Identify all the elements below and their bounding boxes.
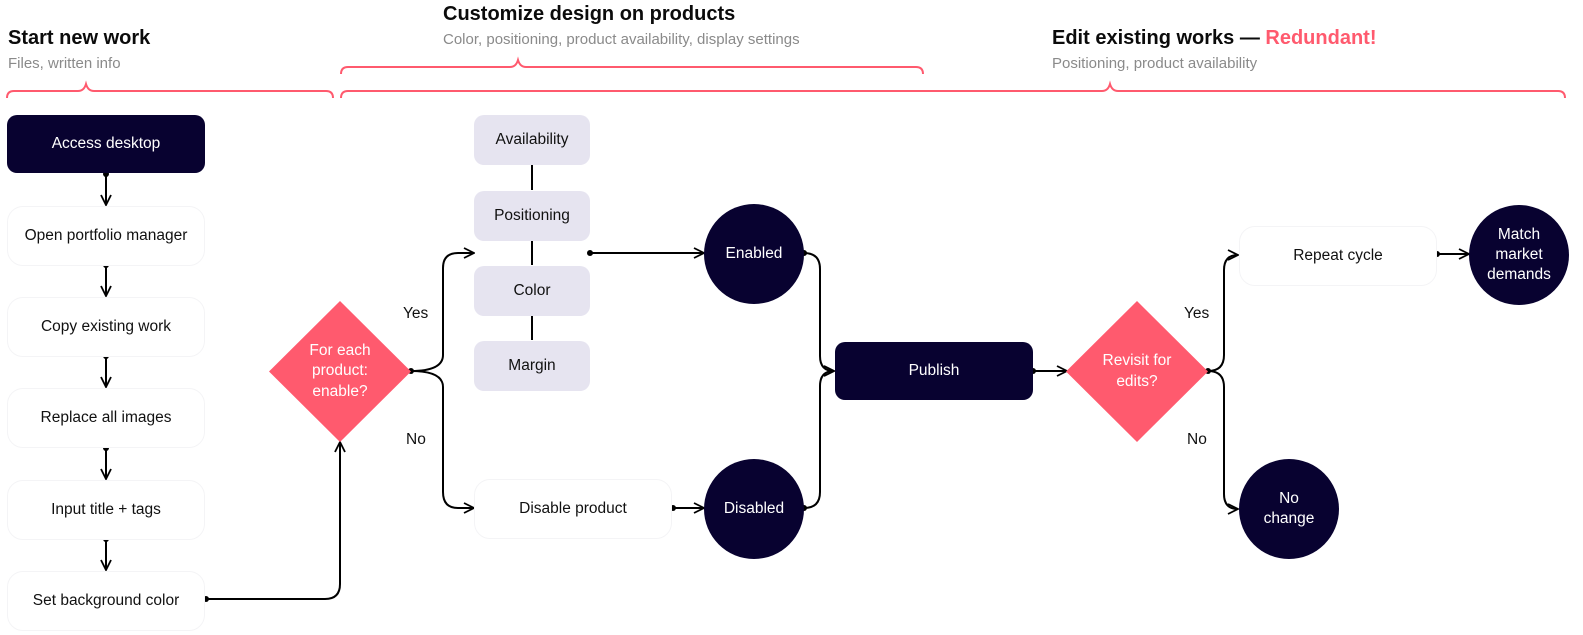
bracket-edit bbox=[340, 80, 1566, 99]
decision-enable[interactable]: For each product: enable? bbox=[269, 301, 411, 442]
redundant-label: Redundant! bbox=[1265, 27, 1377, 49]
section-subtitle-customize: Color, positioning, product availability… bbox=[443, 31, 800, 48]
section-title-customize: Customize design on products bbox=[443, 3, 736, 25]
edge-enabled-publish bbox=[803, 252, 834, 371]
section-title-edit: Edit existing works — Redundant! bbox=[1052, 27, 1376, 50]
diamond-shape bbox=[1066, 301, 1208, 442]
state-disabled[interactable]: Disabled bbox=[704, 459, 804, 559]
label-yes-enable: Yes bbox=[403, 305, 429, 322]
section-subtitle-start: Files, written info bbox=[8, 55, 121, 72]
label-no-revisit: No bbox=[1187, 431, 1207, 448]
decision-revisit-text: Revisit for edits? bbox=[1102, 352, 1172, 390]
step-replace-all-images[interactable]: Replace all images bbox=[7, 388, 205, 448]
step-open-portfolio-manager[interactable]: Open portfolio manager bbox=[7, 206, 205, 266]
decision-revisit[interactable]: Revisit for edits? bbox=[1066, 301, 1208, 442]
edge-no-nochange bbox=[1207, 370, 1238, 509]
edge-setbg-decision bbox=[206, 442, 340, 600]
edge-yes-settings bbox=[410, 253, 474, 372]
decision-enable-text: For each product: enable? bbox=[309, 342, 371, 400]
step-repeat-cycle[interactable]: Repeat cycle bbox=[1239, 226, 1437, 286]
section-title-edit-text: Edit existing works — bbox=[1052, 27, 1266, 49]
label-yes-revisit: Yes bbox=[1184, 305, 1210, 322]
step-copy-existing-work[interactable]: Copy existing work bbox=[7, 297, 205, 357]
step-input-title-tags[interactable]: Input title + tags bbox=[7, 480, 205, 540]
step-access-desktop[interactable]: Access desktop bbox=[7, 115, 205, 173]
section-brackets bbox=[6, 56, 1566, 99]
outcome-match-market-demands[interactable]: Match market demands bbox=[1469, 205, 1569, 305]
step-publish[interactable]: Publish bbox=[835, 342, 1033, 400]
outcome-no-change[interactable]: No change bbox=[1239, 459, 1339, 559]
step-disable-product[interactable]: Disable product bbox=[474, 479, 672, 539]
section-title-start: Start new work bbox=[8, 27, 151, 49]
bracket-start bbox=[6, 80, 334, 99]
state-enabled[interactable]: Enabled bbox=[704, 204, 804, 304]
edge-no-disable bbox=[410, 370, 474, 508]
setting-availability[interactable]: Availability bbox=[474, 115, 590, 165]
setting-positioning[interactable]: Positioning bbox=[474, 191, 590, 241]
step-set-background-color[interactable]: Set background color bbox=[7, 571, 205, 631]
edge-disabled-publish bbox=[803, 371, 834, 509]
label-no-enable: No bbox=[406, 431, 426, 448]
section-subtitle-edit: Positioning, product availability bbox=[1052, 55, 1258, 72]
setting-margin[interactable]: Margin bbox=[474, 341, 590, 391]
bracket-customize bbox=[340, 56, 924, 75]
setting-color[interactable]: Color bbox=[474, 266, 590, 316]
edge-yes-repeat bbox=[1207, 255, 1238, 372]
diamond-shape bbox=[269, 301, 411, 442]
